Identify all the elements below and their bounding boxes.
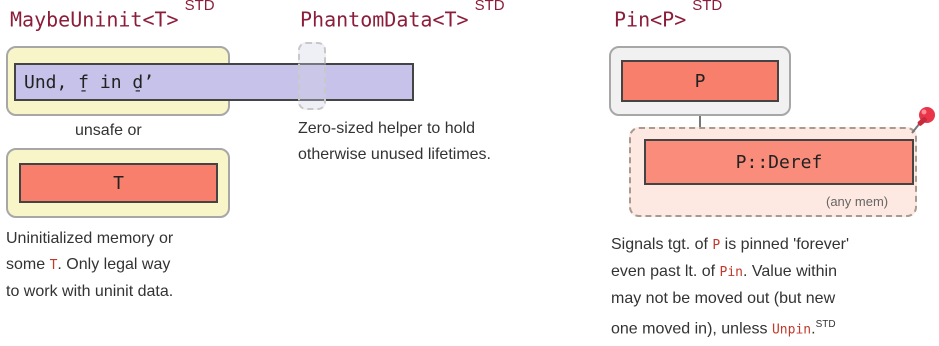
desc-text: Signals tgt. of [611,236,713,253]
pin-desc-line: may not be moved out (but new [611,290,836,307]
maybeuninit-description: Uninitialized memory or some T. Only leg… [6,226,266,305]
maybeuninit-garbled-text: U⁠⁠n⁠⁠d⁠⁠, ̠f i⁠⁠n ̠d’ [24,71,155,93]
phantomdata-description: Zero-sized helper to hold otherwise unus… [298,116,578,168]
desc-text: . Only legal way [57,256,171,273]
desc-text: . [811,320,816,338]
maybeuninit-desc-line: Uninitialized memory or [6,230,174,247]
pin-connector-line [699,116,701,128]
desc-text: some [6,256,50,273]
phantomdata-zero-size-box [298,42,326,110]
phantomdata-title-text: PhantomData<T> [300,7,469,32]
desc-text: is pinned 'forever' [720,236,850,253]
any-mem-note: (any mem) [826,194,889,209]
maybeuninit-garbled-box: U⁠⁠n⁠⁠d⁠⁠, ̠f i⁠⁠n ̠d’ [14,63,414,101]
code-unpin: Unpin [771,322,812,338]
code-pin: Pin [719,265,743,280]
pin-description: Signals tgt. of P is pinned 'forever' ev… [611,232,931,343]
pin-title-text: Pin<P> [614,7,687,32]
pin-desc-line: one moved in), unless Unpin.STD [611,312,931,343]
pin-deref-box: P::Deref [644,139,914,185]
pin-title: Pin<P> STD [614,0,722,32]
t-label: T [113,172,124,194]
code-t: T [49,258,58,273]
maybeuninit-connector: unsafe or [75,122,142,139]
maybeuninit-t-box: T [19,163,218,203]
phantomdata-desc-line: Zero-sized helper to hold [298,120,475,137]
code-p: P [712,238,721,253]
desc-text: . Value within [743,263,837,280]
phantomdata-std-link[interactable]: STD [474,0,505,14]
maybeuninit-title: MaybeUninit<T> STD [10,0,215,32]
phantomdata-desc-line: otherwise unused lifetimes. [298,146,491,163]
unpin-std-link[interactable]: STD [815,319,836,330]
deref-label: P::Deref [735,151,823,173]
pin-p-box: P [621,60,779,102]
desc-text: one moved in), unless [611,320,772,338]
maybeuninit-title-text: MaybeUninit<T> [10,7,179,32]
maybeuninit-desc-line: some T. Only legal way [6,252,266,279]
pushpin-icon [911,107,935,134]
desc-text: even past lt. of [611,263,720,280]
pin-desc-line: Signals tgt. of P is pinned 'forever' [611,232,931,259]
maybeuninit-std-link[interactable]: STD [184,0,215,14]
phantomdata-title: PhantomData<T> STD [300,0,505,32]
p-label: P [694,70,706,92]
pin-std-link[interactable]: STD [692,0,723,14]
pin-desc-line: even past lt. of Pin. Value within [611,259,931,286]
maybeuninit-desc-line: to work with uninit data. [6,283,174,300]
